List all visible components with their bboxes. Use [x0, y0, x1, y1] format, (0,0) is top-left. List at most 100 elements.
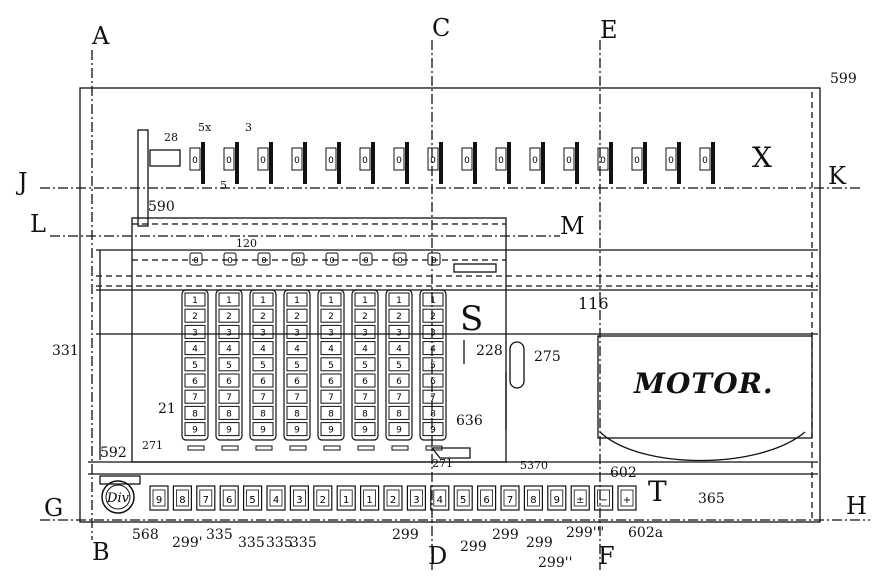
digit-key[interactable]: 8	[320, 405, 342, 420]
digit-key[interactable]: 6	[252, 373, 274, 388]
digit-key[interactable]: 5	[422, 357, 444, 372]
keyboard-key[interactable]: 1	[336, 485, 356, 511]
digit-key[interactable]: 5	[218, 357, 240, 372]
digit-key[interactable]: 4	[388, 341, 410, 356]
digit-key[interactable]: 6	[184, 373, 206, 388]
keyboard-key[interactable]: 5	[453, 485, 473, 511]
digit-key[interactable]: 8	[286, 405, 308, 420]
digit-key[interactable]: 2	[320, 308, 342, 323]
digit-key[interactable]: 4	[184, 341, 206, 356]
digit-key[interactable]: 9	[422, 422, 444, 437]
digit-key[interactable]: 7	[218, 389, 240, 404]
keyboard-key[interactable]: −	[593, 485, 614, 511]
digit-key[interactable]: 3	[354, 324, 376, 339]
digit-key[interactable]: 1	[184, 292, 206, 307]
keyboard-key[interactable]: 2	[383, 485, 403, 511]
digit-key[interactable]: 6	[354, 373, 376, 388]
keyboard-key[interactable]: 3	[289, 485, 309, 511]
digit-key[interactable]: 6	[286, 373, 308, 388]
digit-key[interactable]: 9	[252, 422, 274, 437]
digit-key[interactable]: 8	[218, 405, 240, 420]
digit-key[interactable]: 4	[286, 341, 308, 356]
digit-key[interactable]: 9	[184, 422, 206, 437]
digit-key[interactable]: 8	[184, 405, 206, 420]
register-digit: 0	[226, 156, 232, 166]
digit-key[interactable]: 2	[184, 308, 206, 323]
digit-key[interactable]: 2	[252, 308, 274, 323]
digit-key[interactable]: 5	[388, 357, 410, 372]
keyboard-key[interactable]: 8	[523, 485, 544, 511]
digit-key[interactable]: 5	[252, 357, 274, 372]
register-digit: 0	[430, 156, 436, 166]
digit-key[interactable]: 3	[286, 324, 308, 339]
digit-key[interactable]: 3	[184, 324, 206, 339]
keyboard-key[interactable]: 4	[430, 485, 450, 511]
digit-key[interactable]: 2	[354, 308, 376, 323]
digit-key[interactable]: 5	[286, 357, 308, 372]
digit-key[interactable]: 4	[354, 341, 376, 356]
digit-key[interactable]: 7	[354, 389, 376, 404]
keyboard-key[interactable]: 8	[172, 485, 192, 511]
register-window: 0	[427, 142, 443, 184]
keyboard-key[interactable]: 6	[219, 485, 239, 511]
digit-key[interactable]: 1	[320, 292, 342, 307]
digit-key[interactable]: 9	[218, 422, 240, 437]
digit-key[interactable]: 2	[218, 308, 240, 323]
digit-key[interactable]: 7	[184, 389, 206, 404]
digit-key[interactable]: 4	[218, 341, 240, 356]
keyboard-key[interactable]: 4	[266, 485, 286, 511]
keyboard-key[interactable]: 2	[313, 485, 333, 511]
digit-key[interactable]: 1	[422, 292, 444, 307]
digit-key[interactable]: 5	[354, 357, 376, 372]
digit-key[interactable]: 1	[218, 292, 240, 307]
digit-key[interactable]: 6	[218, 373, 240, 388]
keyboard-key[interactable]: 1	[360, 485, 380, 511]
digit-key[interactable]: 7	[320, 389, 342, 404]
digit-key[interactable]: 3	[252, 324, 274, 339]
digit-key[interactable]: 1	[286, 292, 308, 307]
digit-key[interactable]: 1	[354, 292, 376, 307]
keyboard-key[interactable]: 5	[243, 485, 263, 511]
digit-key[interactable]: 9	[286, 422, 308, 437]
digit-key[interactable]: 3	[218, 324, 240, 339]
digit-key[interactable]: 9	[354, 422, 376, 437]
digit-key[interactable]: 4	[320, 341, 342, 356]
keyboard-key-label: 8	[530, 495, 536, 506]
digit-key[interactable]: 3	[422, 324, 444, 339]
digit-key[interactable]: 7	[388, 389, 410, 404]
digit-key[interactable]: 8	[354, 405, 376, 420]
digit-key[interactable]: 3	[388, 324, 410, 339]
digit-key[interactable]: 8	[388, 405, 410, 420]
digit-key[interactable]: 6	[422, 373, 444, 388]
digit-key[interactable]: 5	[320, 357, 342, 372]
digit-key[interactable]: 1	[252, 292, 274, 307]
digit-key[interactable]: 7	[286, 389, 308, 404]
digit-key[interactable]: 3	[320, 324, 342, 339]
digit-key[interactable]: 7	[252, 389, 274, 404]
digit-key[interactable]: 7	[422, 389, 444, 404]
digit-key[interactable]: 4	[422, 341, 444, 356]
digit-key[interactable]: 4	[252, 341, 274, 356]
keyboard-key[interactable]: 6	[477, 485, 497, 511]
digit-key[interactable]: 9	[388, 422, 410, 437]
digit-key[interactable]: 2	[286, 308, 308, 323]
digit-key[interactable]: 8	[252, 405, 274, 420]
digit-key[interactable]: 5	[184, 357, 206, 372]
digit-key[interactable]: 8	[422, 405, 444, 420]
keyboard-key[interactable]: 9	[149, 485, 169, 511]
div-key[interactable]: Div	[101, 480, 135, 514]
keyboard-key[interactable]: 9	[547, 485, 567, 511]
keyboard-key[interactable]: +	[617, 485, 637, 511]
keyboard-key[interactable]: 7	[500, 485, 520, 511]
digit-key-label: 7	[396, 393, 402, 403]
digit-key[interactable]: 9	[320, 422, 342, 437]
keyboard-key[interactable]: 7	[196, 485, 216, 511]
digit-key[interactable]: 2	[422, 308, 444, 323]
digit-key[interactable]: 6	[388, 373, 410, 388]
digit-key[interactable]: 6	[320, 373, 342, 388]
keyboard-key[interactable]: ±	[570, 485, 590, 511]
digit-key-label: 1	[396, 296, 402, 306]
keyboard-key[interactable]: 3	[406, 485, 426, 511]
digit-key[interactable]: 1	[388, 292, 410, 307]
digit-key[interactable]: 2	[388, 308, 410, 323]
